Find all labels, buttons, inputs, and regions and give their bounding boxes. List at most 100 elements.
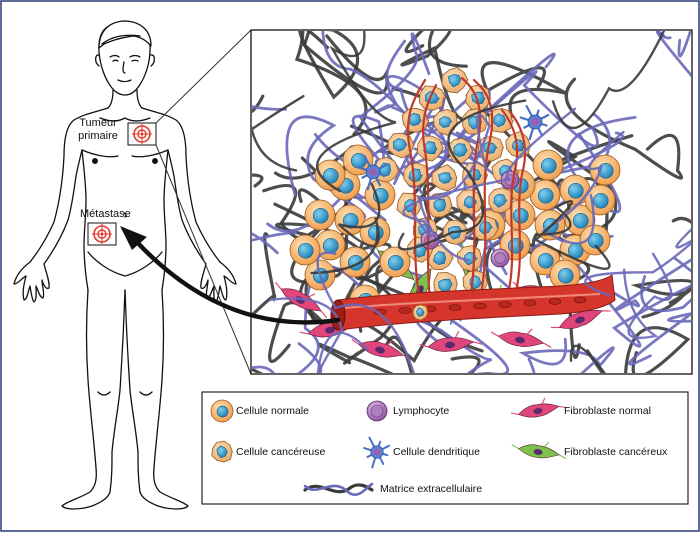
normal-cell — [559, 174, 591, 206]
blood-vessel — [330, 76, 616, 331]
red-blood-cell — [448, 304, 462, 311]
matrix-fiber-purple — [401, 92, 486, 188]
matrix-fiber-front — [569, 344, 606, 373]
normal-cell — [304, 199, 336, 231]
cancer-cell — [431, 164, 458, 192]
normal-cell — [579, 224, 611, 256]
red-blood-cell — [548, 298, 562, 305]
primary-tumor-label-line2: primaire — [78, 130, 118, 142]
cancer-cell — [488, 187, 514, 214]
matrix-fiber-front — [310, 183, 381, 275]
legend-matrix-dark — [303, 483, 374, 494]
cancer-cell — [441, 67, 469, 94]
normal-cell — [210, 399, 234, 423]
matrix-fiber-dark — [564, 77, 684, 180]
matrix-fiber-front — [316, 31, 397, 193]
red-blood-cell — [473, 302, 487, 310]
legend-cancer-cell-label: Cellule cancéreuse — [236, 446, 326, 458]
matrix-fiber-dark — [400, 31, 466, 121]
matrix-fiber-purple — [321, 31, 412, 121]
matrix-fiber-front — [584, 228, 691, 297]
legend-cancer-fibroblast-icon — [511, 441, 567, 460]
cancer-cell — [462, 108, 489, 135]
capillary — [508, 110, 527, 307]
red-blood-cell — [398, 307, 412, 314]
capillary — [472, 78, 494, 302]
normal-cell — [342, 144, 374, 176]
cancer-cell — [418, 85, 447, 111]
matrix-fiber-dark — [302, 31, 389, 95]
matrix-fiber-purple — [655, 31, 691, 78]
normal-fibroblast — [490, 328, 552, 349]
matrix-fiber-purple — [252, 231, 298, 255]
legend-lymphocyte-label: Lymphocyte — [393, 405, 450, 417]
dendritic-cell — [357, 155, 388, 191]
zoom-line-bottom — [155, 144, 252, 375]
matrix-fiber-front — [533, 199, 611, 270]
cancer-cell — [211, 440, 233, 463]
vessel-highlight — [344, 293, 601, 309]
dendritic-cell — [519, 105, 550, 141]
matrix-fiber-front — [316, 251, 416, 373]
metastasis-label: Métastase — [80, 208, 131, 220]
matrix-fiber-front — [269, 297, 369, 373]
human-body-outline — [13, 20, 237, 510]
red-blood-cell — [523, 299, 537, 307]
legend-dendritic-cell-label: Cellule dendritique — [393, 446, 480, 458]
capillary — [406, 78, 427, 302]
matrix-fiber-dark — [450, 355, 481, 373]
blood-vessel-wall — [337, 274, 616, 331]
matrix-fiber-purple — [452, 320, 536, 373]
matrix-fiber-purple — [628, 257, 691, 366]
matrix-fiber-dark — [585, 326, 691, 373]
matrix-fiber-dark — [427, 31, 468, 68]
red-blood-cell — [573, 296, 587, 304]
primary-tumor-label: Tumeur primaire — [70, 117, 126, 143]
normal-cell — [379, 246, 411, 278]
capillary — [422, 83, 438, 302]
matrix-fiber-front — [402, 107, 577, 238]
matrix-fiber-front — [252, 95, 305, 172]
normal-fibroblast — [419, 330, 483, 352]
matrix-fiber-front — [541, 130, 625, 245]
matrix-fiber-dark — [404, 31, 425, 54]
matrix-fiber-front — [622, 252, 673, 339]
legend-normal-fibroblast-icon — [510, 397, 567, 418]
matrix-fiber-front — [551, 31, 666, 130]
cancer-cell — [412, 304, 429, 321]
legend-normal-fibroblast-label: Fibroblaste normal — [564, 405, 651, 417]
normal-cell — [339, 246, 371, 278]
legend-matrix-purple — [303, 482, 374, 496]
matrix-fiber-front — [397, 99, 527, 251]
metastasis-arrow — [132, 237, 341, 325]
legend-icons — [210, 397, 567, 496]
matrix-fiber-dark — [294, 31, 368, 136]
tissue-illustration — [252, 31, 691, 373]
matrix-fiber-purple — [252, 342, 323, 373]
legend-normal-cell-label: Cellule normale — [236, 405, 309, 417]
capillary — [460, 76, 482, 302]
lymphocyte — [490, 248, 510, 268]
normal-cell — [289, 234, 321, 266]
matrix-fiber-purple — [518, 337, 615, 373]
matrix-fiber-dark — [630, 278, 691, 319]
matrix-fiber-purple — [677, 31, 691, 58]
primary-tumor-target — [127, 122, 157, 146]
legend-cancer-fibroblast-label: Fibroblaste cancéreux — [564, 446, 668, 458]
legend-extracellular-matrix-label: Matrice extracellulaire — [380, 483, 483, 495]
matrix-fiber-dark — [252, 173, 264, 188]
legend-box — [201, 391, 689, 505]
metastasis-target — [87, 222, 117, 246]
matrix-fiber-purple — [547, 112, 624, 177]
lymphocyte — [366, 400, 388, 422]
dendritic-cell — [363, 436, 390, 469]
extracellular-matrix-fibers-front — [252, 31, 691, 373]
red-blood-cell — [498, 301, 512, 308]
primary-tumor-label-line1: Tumeur — [79, 117, 117, 129]
normal-cell — [532, 149, 564, 181]
metastasis-arrowhead — [120, 226, 147, 250]
capillary — [500, 108, 519, 307]
